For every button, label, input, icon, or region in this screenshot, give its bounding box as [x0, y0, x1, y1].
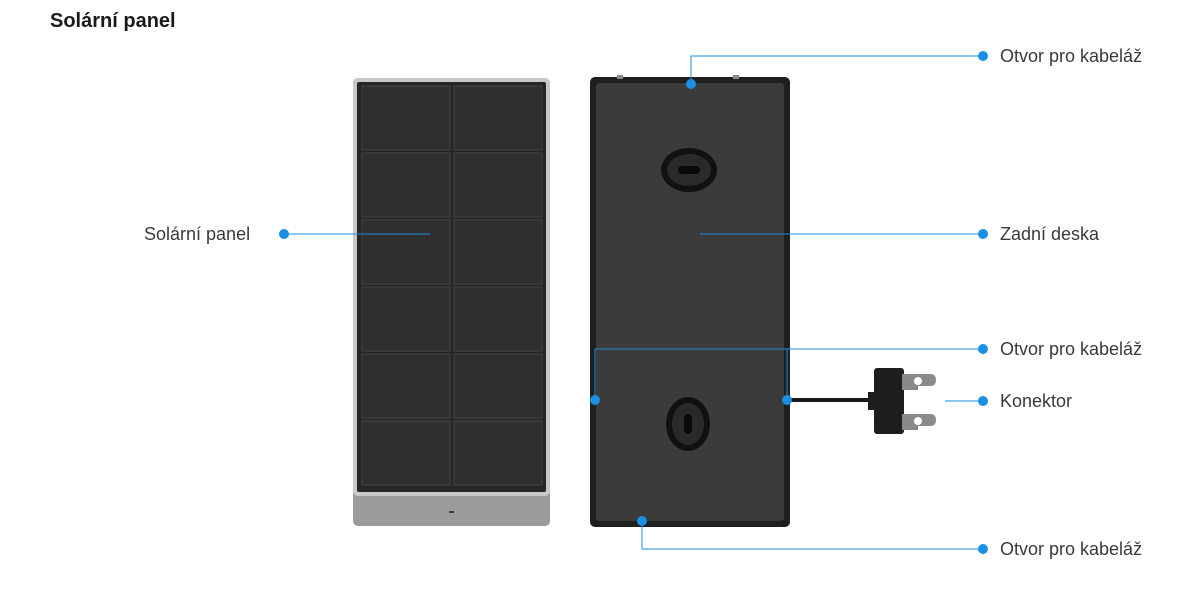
page-title: Solární panel	[50, 10, 176, 32]
back-plate	[590, 75, 790, 527]
solar-panel-front	[353, 78, 550, 526]
connector-plug	[790, 368, 936, 434]
label-cable-hole-top: Otvor pro kabeláž	[1000, 46, 1143, 66]
label-connector: Konektor	[1000, 391, 1073, 411]
solar-cells-grid	[361, 85, 543, 486]
label-solar-panel: Solární panel	[144, 224, 251, 244]
bottom-mount-hole	[666, 397, 710, 451]
label-cable-hole-middle: Otvor pro kabeláž	[1000, 339, 1143, 359]
label-back-plate: Zadní deska	[1000, 224, 1100, 244]
callout-dots	[279, 51, 988, 554]
label-cable-hole-bottom: Otvor pro kabeláž	[1000, 539, 1143, 559]
callouts	[284, 55, 983, 550]
top-mount-hole	[661, 148, 717, 192]
